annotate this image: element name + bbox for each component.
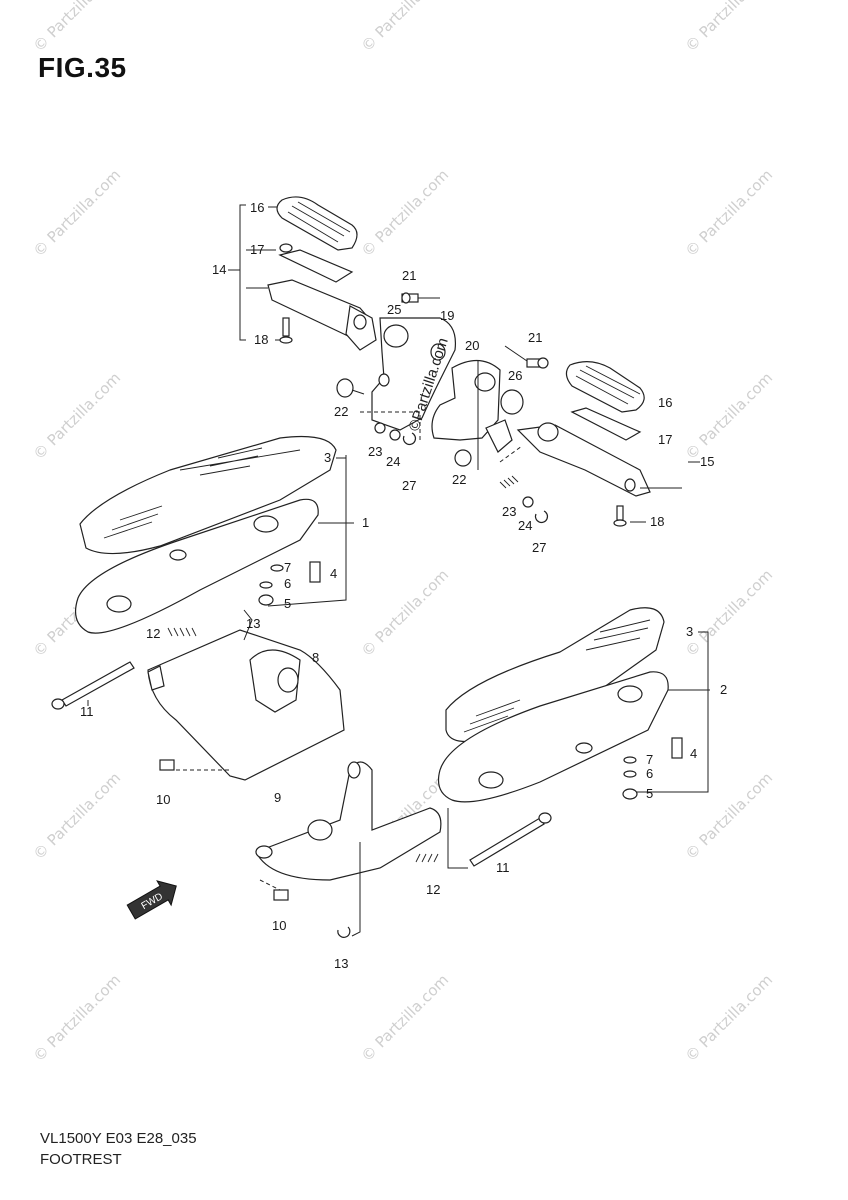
callout-10-right: 10 [272,918,286,933]
callout-labels: 16 17 14 18 21 25 19 20 21 26 22 23 24 2… [80,200,727,971]
callout-6: 6 [284,576,291,591]
callout-14: 14 [212,262,226,277]
callout-11-right: 11 [496,860,510,875]
callout-19: 19 [440,308,454,323]
callout-20: 20 [465,338,479,353]
callout-11: 11 [80,704,94,719]
callout-7-right: 7 [646,752,653,767]
floorboard-bracket-left [51,609,345,781]
callout-7: 7 [284,560,291,575]
callout-2: 2 [720,682,727,697]
callout-13-right: 13 [334,956,348,971]
footpeg-left-assembly [228,196,377,351]
callout-10: 10 [156,792,170,807]
callout-3: 3 [324,450,331,465]
callout-15: 15 [700,454,714,469]
callout-3-right: 3 [686,624,693,639]
callout-4: 4 [330,566,337,581]
figure-title: FIG.35 [38,52,127,83]
callout-27: 27 [402,478,416,493]
callout-5: 5 [284,596,291,611]
callout-23-right: 23 [502,504,516,519]
callout-16-right: 16 [658,395,672,410]
callout-18: 18 [254,332,268,347]
callout-17: 17 [250,242,264,257]
footpeg-bracket-left [336,292,457,446]
callout-21-right: 21 [528,330,542,345]
callout-4-right: 4 [690,746,697,761]
callout-21: 21 [402,268,416,283]
callout-12: 12 [146,626,160,641]
callout-25: 25 [387,302,401,317]
floorboard-bracket-right [255,761,552,938]
callout-18-right: 18 [650,514,664,529]
callout-9: 9 [274,790,281,805]
callout-13: 13 [246,616,260,631]
callout-24: 24 [386,454,400,469]
callout-1: 1 [362,515,369,530]
callout-27-right: 27 [532,540,546,555]
callout-22: 22 [334,404,348,419]
figure-name: FOOTREST [40,1151,122,1168]
callout-5-right: 5 [646,786,653,801]
callout-23: 23 [368,444,382,459]
callout-24-right: 24 [518,518,532,533]
callout-17-right: 17 [658,432,672,447]
floorboard-right [437,607,710,803]
callout-16: 16 [250,200,264,215]
floorboard-left [75,435,354,634]
callout-26: 26 [508,368,522,383]
footpeg-bracket-right [431,345,700,527]
callout-22-right: 22 [452,472,466,487]
callout-8: 8 [312,650,319,665]
callout-6-right: 6 [646,766,653,781]
fwd-direction-badge: FWD [126,880,177,920]
callout-12-right: 12 [426,882,440,897]
model-code: VL1500Y E03 E28_035 [40,1130,197,1147]
